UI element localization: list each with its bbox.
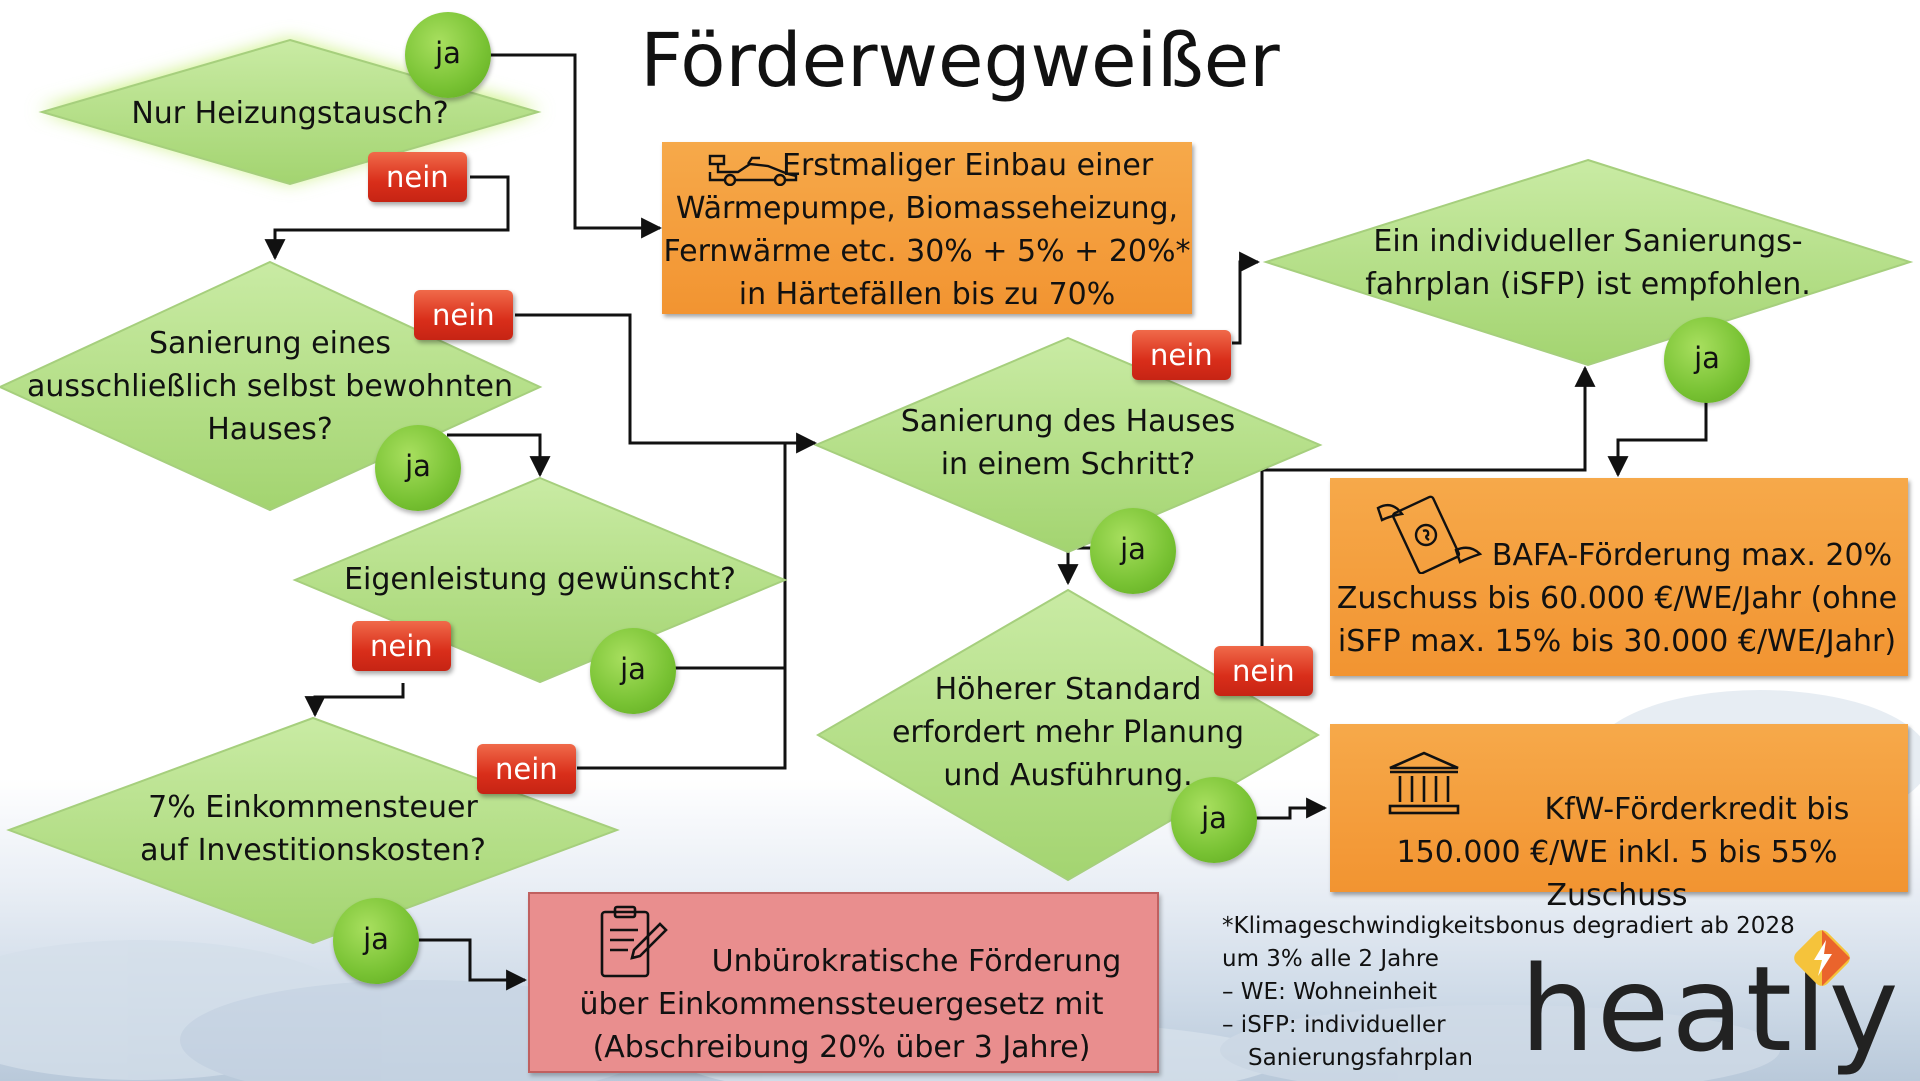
outcome-steuer-line2: über Einkommenssteuergesetz mit [579,987,1104,1022]
arrow-schritt-nein [1232,251,1261,345]
decision-standard-line3: und Ausführung. [943,758,1193,793]
outcome-heizung-line4: in Härtefällen bis zu 70% [738,277,1116,312]
arrow-standard-ja [1256,797,1328,820]
decision-selbst-line3: Hauses? [207,412,333,447]
ja-badge-eigen: ja [590,628,676,714]
outcome-bafa: BAFA-Förderung max. 20% Zuschuss bis 60.… [1330,478,1908,676]
flying-money-icon [1376,495,1483,574]
outcome-steuer-line3: (Abschreibung 20% über 3 Jahre) [592,1030,1091,1065]
decision-schritt-text: Sanierung des Hauses in einem Schritt? [868,400,1268,486]
outcome-kfw-text: KfW-Förderkredit bis 150.000 €/WE inkl. … [1330,788,1904,917]
arrow-steuer-nein [577,443,787,770]
outcome-heizung-line3: Fernwärme etc. 30% + 5% + 20%* [663,234,1191,269]
decision-schritt-line1: Sanierung des Hauses [900,404,1236,439]
outcome-bafa-text: BAFA-Förderung max. 20% Zuschuss bis 60.… [1330,534,1904,663]
ja-badge-steuer: ja [333,898,419,984]
outcome-steuer-text: Unbürokratische Förderung über Einkommen… [530,940,1153,1069]
footnote-line2: um 3% alle 2 Jahre [1222,946,1439,972]
page-title: Förderwegweißer [640,18,1280,104]
race-car-icon [708,154,798,186]
ja-badge-isfp: ja [1664,317,1750,403]
arrow-heizung-nein [264,175,510,261]
outcome-heizung: Erstmaliger Einbau einer Wärmepumpe, Bio… [662,142,1192,314]
decision-steuer-line2: auf Investitionskosten? [140,833,486,868]
connectors [264,53,1708,991]
footnote-line5: Sanierungsfahrplan [1248,1045,1473,1071]
decision-standard-text: Höherer Standard erfordert mehr Planung … [868,668,1268,797]
decision-heizung-text: Nur Heizungstausch? [90,92,490,135]
arrow-heizung-ja [490,53,663,239]
ja-badge-heizung: ja [405,12,491,98]
arrow-steuer-ja [417,938,528,991]
decision-isfp-text: Ein individueller Sanierungs- fahrplan (… [1338,220,1838,306]
decision-isfp-line2: fahrplan (iSFP) ist empfohlen. [1365,267,1811,302]
arrow-standard-nein [1260,365,1596,647]
arrow-eigen-nein [304,683,405,718]
outcome-heizung-line2: Wärmepumpe, Biomasseheizung, [675,191,1179,226]
nein-badge-heizung: nein [368,152,467,202]
decision-standard-line2: erfordert mehr Planung [891,715,1245,750]
footnote: *Klimageschwindigkeitsbonus degradiert a… [1222,910,1795,1075]
decision-selbst-text: Sanierung eines ausschließlich selbst be… [20,322,520,451]
arrow-selbst-ja [447,433,551,478]
ja-badge-selbst: ja [375,425,461,511]
outcome-steuer: Unbürokratische Förderung über Einkommen… [528,892,1159,1073]
nein-badge-steuer: nein [477,744,576,794]
outcome-bafa-line3: iSFP max. 15% bis 30.000 €/WE/Jahr) [1337,624,1897,659]
nein-badge-standard: nein [1214,646,1313,696]
clipboard-edit-icon [600,905,668,978]
decision-steuer-line1: 7% Einkommensteuer [148,790,478,825]
decision-standard-line1: Höherer Standard [934,672,1202,707]
footnote-line4: – iSFP: individueller [1222,1012,1446,1038]
decision-isfp-shape [1262,158,1914,367]
outcome-kfw-line1: KfW-Förderkredit bis [1544,792,1850,827]
decision-schritt-shape [813,336,1323,554]
nein-badge-selbst: nein [414,290,513,340]
decision-isfp-line1: Ein individueller Sanierungs- [1373,224,1803,259]
nein-badge-eigen: nein [352,621,451,671]
outcome-steuer-line1: Unbürokratische Förderung [711,944,1122,979]
decision-selbst-line1: Sanierung eines [148,326,392,361]
outcome-kfw-line2: 150.000 €/WE inkl. 5 bis 55% Zuschuss [1396,835,1838,913]
outcome-bafa-line2: Zuschuss bis 60.000 €/WE/Jahr (ohne [1336,581,1898,616]
outcome-bafa-line1: BAFA-Förderung max. 20% [1491,538,1893,573]
ja-badge-schritt: ja [1090,508,1176,594]
footnote-line1: *Klimageschwindigkeitsbonus degradiert a… [1222,913,1795,939]
decision-eigen-label: Eigenleistung gewünscht? [344,562,736,597]
footnote-line3: – WE: Wohneinheit [1222,979,1438,1005]
decision-selbst-line2: ausschließlich selbst bewohnten [27,369,513,404]
outcome-kfw: KfW-Förderkredit bis 150.000 €/WE inkl. … [1330,724,1908,913]
bank-icon [1388,751,1460,815]
ja-badge-standard: ja [1171,777,1257,863]
decision-steuer-text: 7% Einkommensteuer auf Investitionskoste… [90,786,536,872]
outcome-heizung-line1: Erstmaliger Einbau einer [782,148,1154,183]
arrow-selbst-nein [515,313,818,454]
decision-eigen-text: Eigenleistung gewünscht? [330,558,750,601]
arrow-isfp-ja [1607,400,1708,478]
nein-badge-schritt: nein [1132,330,1231,380]
decision-schritt-line2: in einem Schritt? [940,447,1196,482]
decision-heizung-label: Nur Heizungstausch? [131,96,449,131]
lightning-logo-icon [1794,930,1850,986]
